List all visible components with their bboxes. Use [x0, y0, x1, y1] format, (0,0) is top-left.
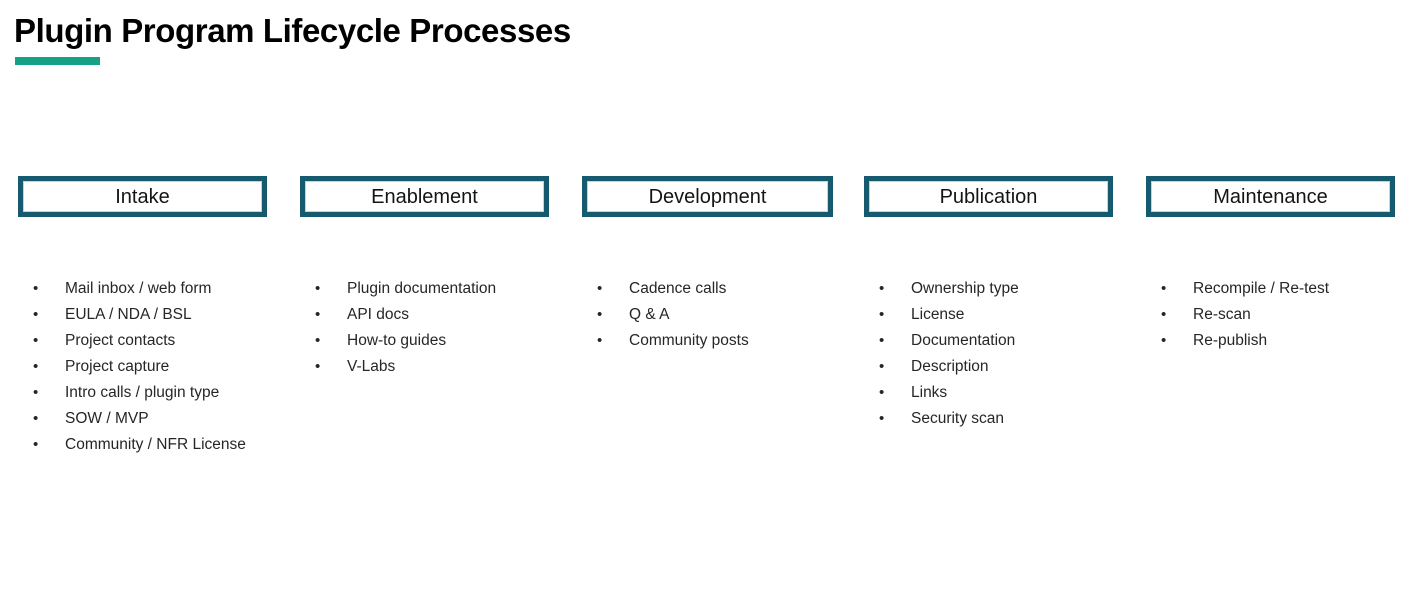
bullet-dot-icon: •: [879, 280, 885, 297]
phase-column-maintenance: Maintenance•Recompile / Re-test•Re-scan•…: [1146, 176, 1395, 349]
phase-bullet-list-enablement: • Plugin documentation • API docs • How-to gu…: [315, 276, 496, 380]
list-item-label: Plugin documentation: [347, 280, 497, 297]
list-item-label: Project contacts: [65, 332, 176, 349]
list-item: • Recompile / Re-test: [1161, 276, 1329, 302]
phase-column-publication: Publication • Ownership type • License • Docum…: [864, 176, 1113, 427]
list-item: • License: [879, 302, 1019, 328]
list-item: • Security scan: [879, 406, 1019, 432]
list-item: • Documentation: [879, 328, 1019, 354]
list-item-label: Re-publish: [1193, 332, 1268, 349]
bullet-dot-icon: •: [315, 332, 321, 349]
list-item-label: Project capture: [65, 358, 170, 375]
bullet-dot-icon: •: [597, 306, 603, 323]
list-item-label: Documentation: [911, 332, 1016, 349]
bullet-dot-icon: •: [1161, 332, 1167, 349]
bullet-dot-icon: •: [879, 306, 885, 323]
bullet-dot-icon: •: [1161, 280, 1167, 297]
list-item: • EULA / NDA / BSL: [33, 302, 246, 328]
phase-bullet-list-development: • Cadence calls • Q & A • Community posts: [597, 276, 749, 354]
list-item-label: V-Labs: [347, 358, 396, 375]
list-item: • V-Labs: [315, 354, 496, 380]
list-item-label: Intro calls / plugin type: [65, 384, 220, 401]
list-item-label: API docs: [347, 306, 410, 323]
list-item-label: EULA / NDA / BSL: [65, 306, 192, 323]
bullet-dot-icon: •: [597, 332, 603, 349]
bullet-dot-icon: •: [33, 436, 39, 453]
bullet-dot-icon: •: [1161, 306, 1167, 323]
list-item: • Cadence calls: [597, 276, 749, 302]
bullet-dot-icon: •: [33, 306, 39, 323]
list-item: • Intro calls / plugin type: [33, 380, 246, 406]
list-item: • Q & A: [597, 302, 749, 328]
phase-header-box-intake[interactable]: Intake: [18, 176, 267, 217]
list-item: • API docs: [315, 302, 496, 328]
phase-header-box-publication[interactable]: Publication: [864, 176, 1113, 217]
bullet-dot-icon: •: [315, 306, 321, 323]
list-item: • Ownership type: [879, 276, 1019, 302]
phase-header-label: Maintenance: [1213, 185, 1328, 208]
list-item: • Mail inbox / web form: [33, 276, 246, 302]
phase-column-intake: Intake • Mail inbox / web form • EULA / NDA …: [18, 176, 267, 453]
list-item: • Re-scan: [1161, 302, 1329, 328]
phase-header-box-development[interactable]: Development: [582, 176, 833, 217]
list-item-label: Ownership type: [911, 280, 1019, 297]
phase-bullet-list-intake: •Mail inbox / web form•EULA / NDA / BSL•…: [33, 276, 246, 458]
list-item: • Links: [879, 380, 1019, 406]
list-item-label: Recompile / Re-test: [1193, 280, 1330, 297]
phase-bullet-list-maintenance: • Recompile / Re-test • Re-scan • Re-publish: [1161, 276, 1329, 354]
bullet-dot-icon: •: [879, 384, 885, 401]
list-item-label: Links: [911, 384, 948, 401]
list-item-label: Security scan: [911, 410, 1005, 427]
list-item-label: SOW / MVP: [65, 410, 149, 427]
lifecycle-phase-columns: Intake • Mail inbox / web form • EULA / NDA …: [0, 176, 1427, 453]
phase-header-box-maintenance[interactable]: Maintenance: [1146, 176, 1395, 217]
list-item-label: Q & A: [629, 306, 670, 323]
phase-header-label: Enablement: [371, 185, 478, 208]
list-item: • Description: [879, 354, 1019, 380]
bullet-dot-icon: •: [33, 280, 39, 297]
list-item: • Plugin documentation: [315, 276, 496, 302]
bullet-dot-icon: •: [315, 280, 321, 297]
list-item-label: How-to guides: [347, 332, 447, 349]
list-item: • SOW / MVP: [33, 406, 246, 432]
phase-header-label: Publication: [939, 185, 1038, 208]
slide-title: Plugin Program Lifecycle Processes: [14, 12, 571, 49]
list-item: • Community posts: [597, 328, 749, 354]
bullet-dot-icon: •: [33, 332, 39, 349]
list-item: • Project contacts: [33, 328, 246, 354]
list-item-label: Mail inbox / web form: [65, 280, 212, 297]
bullet-dot-icon: •: [879, 410, 885, 427]
bullet-dot-icon: •: [33, 410, 39, 427]
bullet-dot-icon: •: [879, 358, 885, 375]
bullet-dot-icon: •: [597, 280, 603, 297]
phase-bullet-list-publication: • Ownership type • License • Documentation • De…: [879, 276, 1019, 432]
phase-column-development: Development • Cadence calls • Q & A • Communit…: [582, 176, 833, 349]
list-item-label: Community posts: [629, 332, 749, 349]
list-item: • Community / NFR License: [33, 432, 246, 458]
list-item-label: Re-scan: [1193, 306, 1251, 323]
list-item-label: Description: [911, 358, 989, 375]
list-item-label: License: [911, 306, 965, 323]
bullet-dot-icon: •: [33, 384, 39, 401]
bullet-dot-icon: •: [315, 358, 321, 375]
list-item: • How-to guides: [315, 328, 496, 354]
bullet-dot-icon: •: [879, 332, 885, 349]
list-item: • Project capture: [33, 354, 246, 380]
title-accent-rule: [15, 57, 100, 65]
phase-header-label: Development: [648, 185, 767, 208]
list-item: • Re-publish: [1161, 328, 1329, 354]
phase-header-box-enablement[interactable]: Enablement: [300, 176, 549, 217]
phase-column-enablement: Enablement • Plugin documentation • API docs…: [300, 176, 549, 375]
list-item-label: Community / NFR License: [65, 436, 246, 453]
list-item-label: Cadence calls: [629, 280, 727, 297]
bullet-dot-icon: •: [33, 358, 39, 375]
phase-header-label: Intake: [115, 185, 170, 208]
